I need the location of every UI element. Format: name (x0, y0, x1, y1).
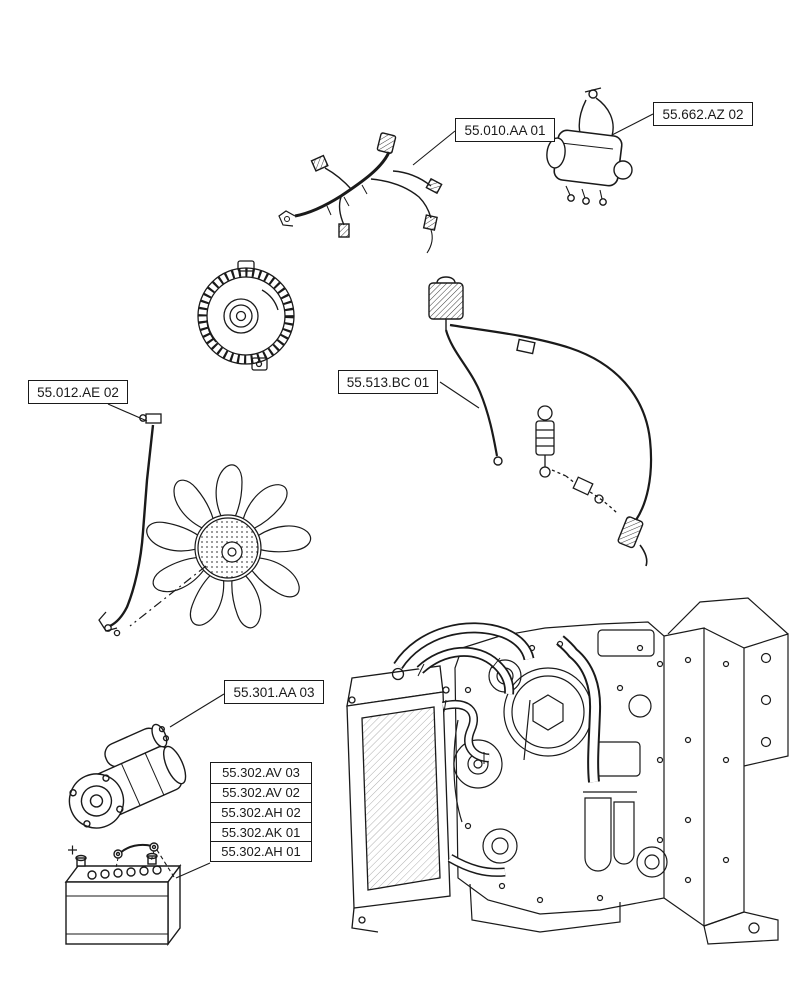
part-label-battery-5[interactable]: 55.302.AH 01 (211, 841, 311, 861)
part-label-harness[interactable]: 55.010.AA 01 (455, 118, 555, 142)
wiring-harness-drawing (278, 132, 443, 254)
part-label-solenoid[interactable]: 55.662.AZ 02 (653, 102, 753, 126)
solenoid-drawing (546, 87, 633, 206)
cooling-fan-drawing (129, 464, 313, 632)
part-label-sensor-harness[interactable]: 55.513.BC 01 (338, 370, 438, 394)
battery-drawing (64, 842, 182, 947)
alternator-drawing (197, 260, 295, 371)
leader-lines (107, 113, 654, 879)
engine-assembly-drawing (453, 597, 789, 945)
part-label-starter[interactable]: 55.301.AA 03 (224, 680, 324, 704)
part-label-battery-1[interactable]: 55.302.AV 03 (222, 765, 300, 781)
part-label-battery-3[interactable]: 55.302.AH 02 (211, 802, 311, 822)
radiator-drawing (346, 665, 451, 933)
hoses-drawing (393, 622, 535, 877)
part-label-ground-cable[interactable]: 55.012.AE 02 (28, 380, 128, 404)
part-label-battery-4[interactable]: 55.302.AK 01 (211, 821, 311, 842)
part-label-battery-stack: 55.302.AV 03 55.302.AV 02 55.302.AH 02 5… (210, 762, 312, 862)
sensor-harness-drawing (428, 276, 653, 567)
starter-motor-drawing (68, 723, 187, 829)
part-label-battery-2[interactable]: 55.302.AV 02 (211, 782, 311, 803)
ground-cable-drawing (98, 413, 162, 637)
engine-bolts (464, 640, 730, 904)
